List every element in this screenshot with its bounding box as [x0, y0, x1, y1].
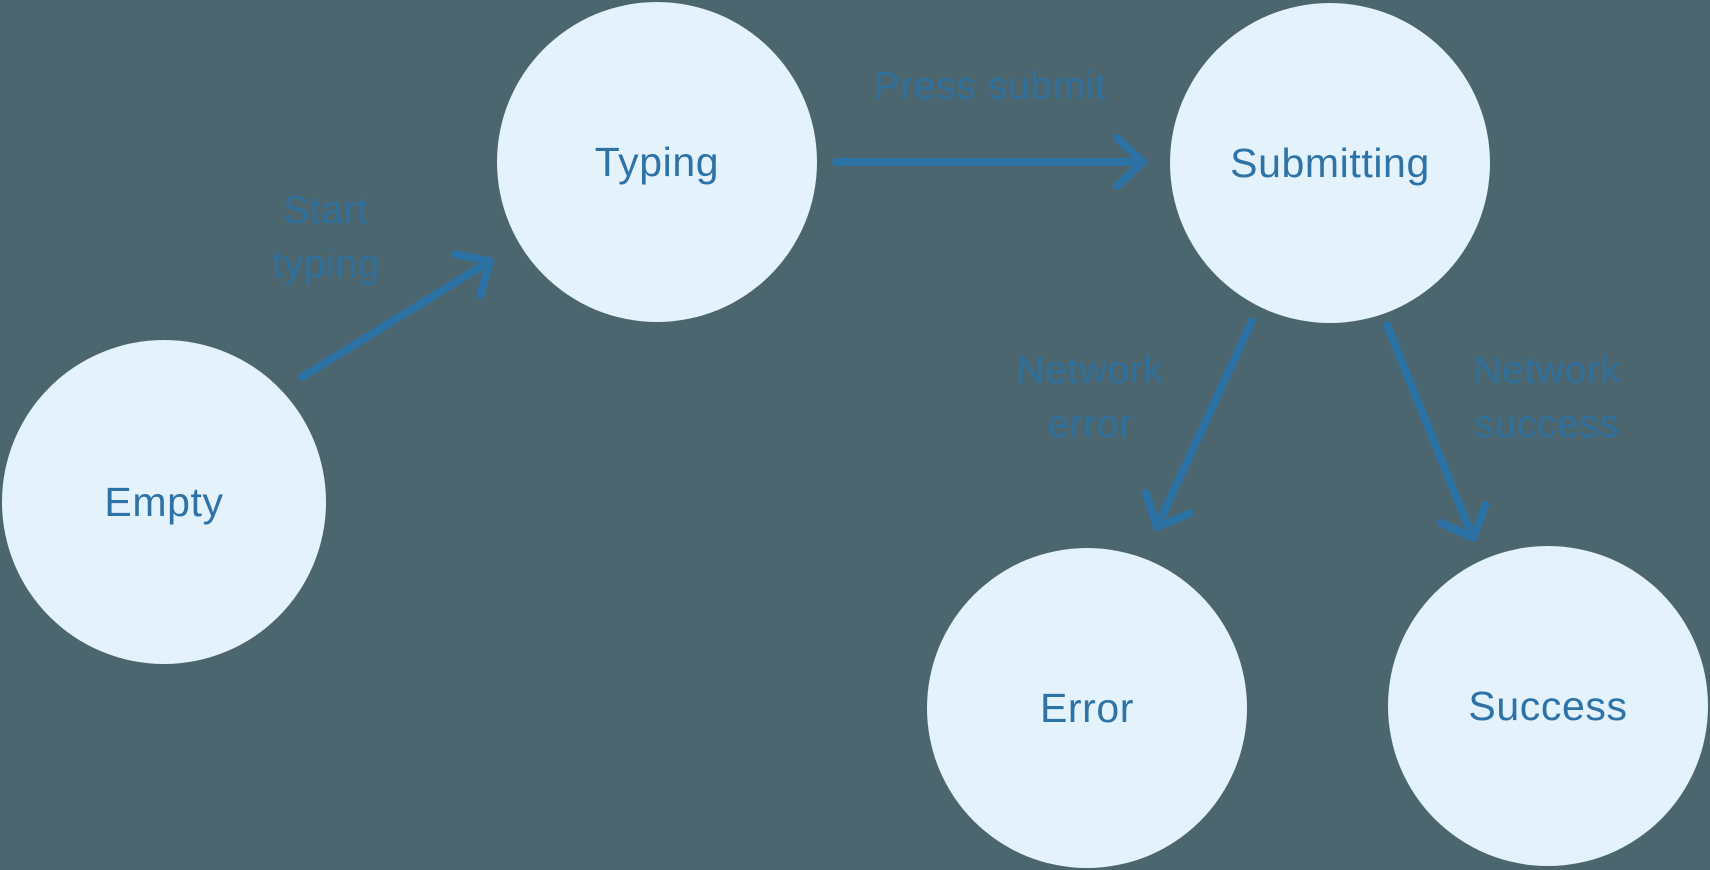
state-node-typing: Typing [497, 2, 817, 322]
transition-label-line: typing [272, 243, 380, 286]
transition-label-start-typing: Start typing [272, 184, 380, 292]
state-node-error: Error [927, 548, 1247, 868]
transition-arrow-start-typing [298, 250, 494, 381]
state-label-typing: Typing [594, 138, 720, 185]
transition-label-line: Network [1473, 349, 1621, 392]
transition-arrow-network-success [1383, 321, 1490, 542]
transition-label-line: error [1047, 403, 1133, 446]
transition-label-line: Network [1016, 349, 1164, 392]
transition-label-line: Start [283, 189, 369, 232]
state-node-submitting: Submitting [1170, 3, 1490, 323]
state-node-empty: Empty [2, 340, 326, 664]
transition-label-press-submit: Press submit [874, 60, 1107, 114]
transition-label-network-error: Network error [1016, 344, 1163, 452]
state-label-success: Success [1468, 682, 1628, 729]
state-label-submitting: Submitting [1230, 139, 1430, 186]
transition-label-line: success [1474, 403, 1620, 446]
transition-label-line: Press submit [873, 65, 1107, 108]
transition-arrow-network-error [1142, 317, 1256, 531]
state-node-success: Success [1388, 546, 1708, 866]
state-label-error: Error [1039, 684, 1135, 731]
state-label-empty: Empty [104, 478, 224, 525]
transition-label-network-success: Network success [1473, 344, 1620, 452]
